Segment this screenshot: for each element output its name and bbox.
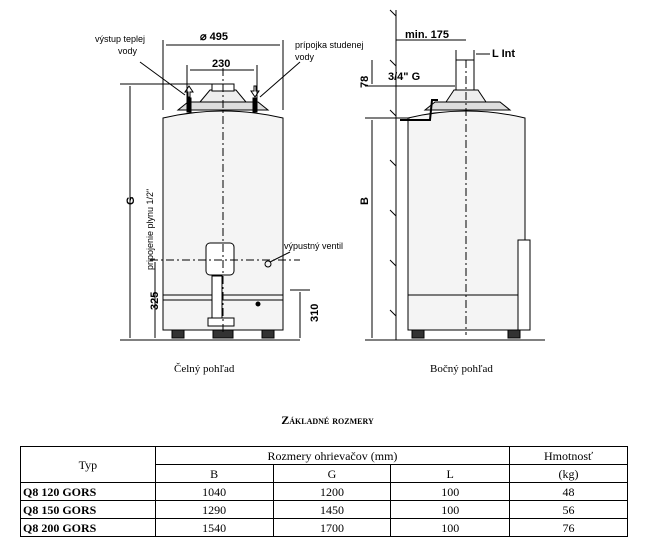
diameter-label: ⌀ 495	[200, 31, 228, 43]
cell-l: 100	[390, 518, 511, 537]
cold-in-label-2: vody	[295, 52, 315, 62]
cell-typ: Q8 150 GORS	[20, 500, 156, 519]
header-l: L	[390, 464, 511, 483]
front-view-caption: Čelný pohľad	[174, 363, 235, 375]
h325-label: 325	[149, 292, 161, 310]
h78-label: 78	[359, 76, 371, 88]
cell-b: 1040	[154, 482, 274, 501]
cell-weight: 76	[509, 518, 628, 537]
hot-out-label-1: výstup teplej	[95, 34, 145, 44]
h310-label: 310	[309, 304, 321, 322]
front-view	[120, 40, 310, 341]
min-label: min. 175	[405, 29, 449, 41]
hot-out-label-2: vody	[118, 46, 138, 56]
inner-width-label: 230	[212, 58, 230, 70]
drain-label: výpustný ventil	[284, 241, 343, 251]
header-g: G	[272, 464, 392, 483]
cell-l: 100	[390, 500, 511, 519]
l-int-label: L Int	[492, 48, 515, 60]
header-weight-unit: (kg)	[509, 464, 628, 483]
cell-g: 1200	[272, 482, 392, 501]
side-view	[365, 9, 545, 341]
g-label: G	[125, 196, 137, 205]
b-label: B	[359, 197, 371, 205]
technical-drawing: ⌀ 495 230 výstup teplej vody prípojka st…	[95, 9, 545, 341]
table-title: Základné rozmery	[281, 413, 374, 427]
cell-g: 1700	[272, 518, 392, 537]
cell-g: 1450	[272, 500, 392, 519]
header-typ: Typ	[20, 446, 156, 483]
header-b: B	[154, 464, 274, 483]
side-view-caption: Bočný pohľad	[430, 363, 493, 375]
cold-in-label-1: prípojka studenej	[295, 40, 364, 50]
cell-weight: 48	[509, 482, 628, 501]
cell-typ: Q8 120 GORS	[20, 482, 156, 501]
cell-typ: Q8 200 GORS	[20, 518, 156, 537]
cell-b: 1540	[154, 518, 274, 537]
gas-label: pripojenie plynu 1/2"	[145, 189, 155, 270]
cell-l: 100	[390, 482, 511, 501]
dimensions-table: Typ Rozmery ohrievačov (mm) Hmotnosť B G…	[20, 446, 628, 537]
g34-label: 3/4" G	[388, 71, 420, 83]
cell-b: 1290	[154, 500, 274, 519]
header-group: Rozmery ohrievačov (mm)	[154, 446, 511, 465]
header-weight: Hmotnosť	[509, 446, 628, 465]
cell-weight: 56	[509, 500, 628, 519]
